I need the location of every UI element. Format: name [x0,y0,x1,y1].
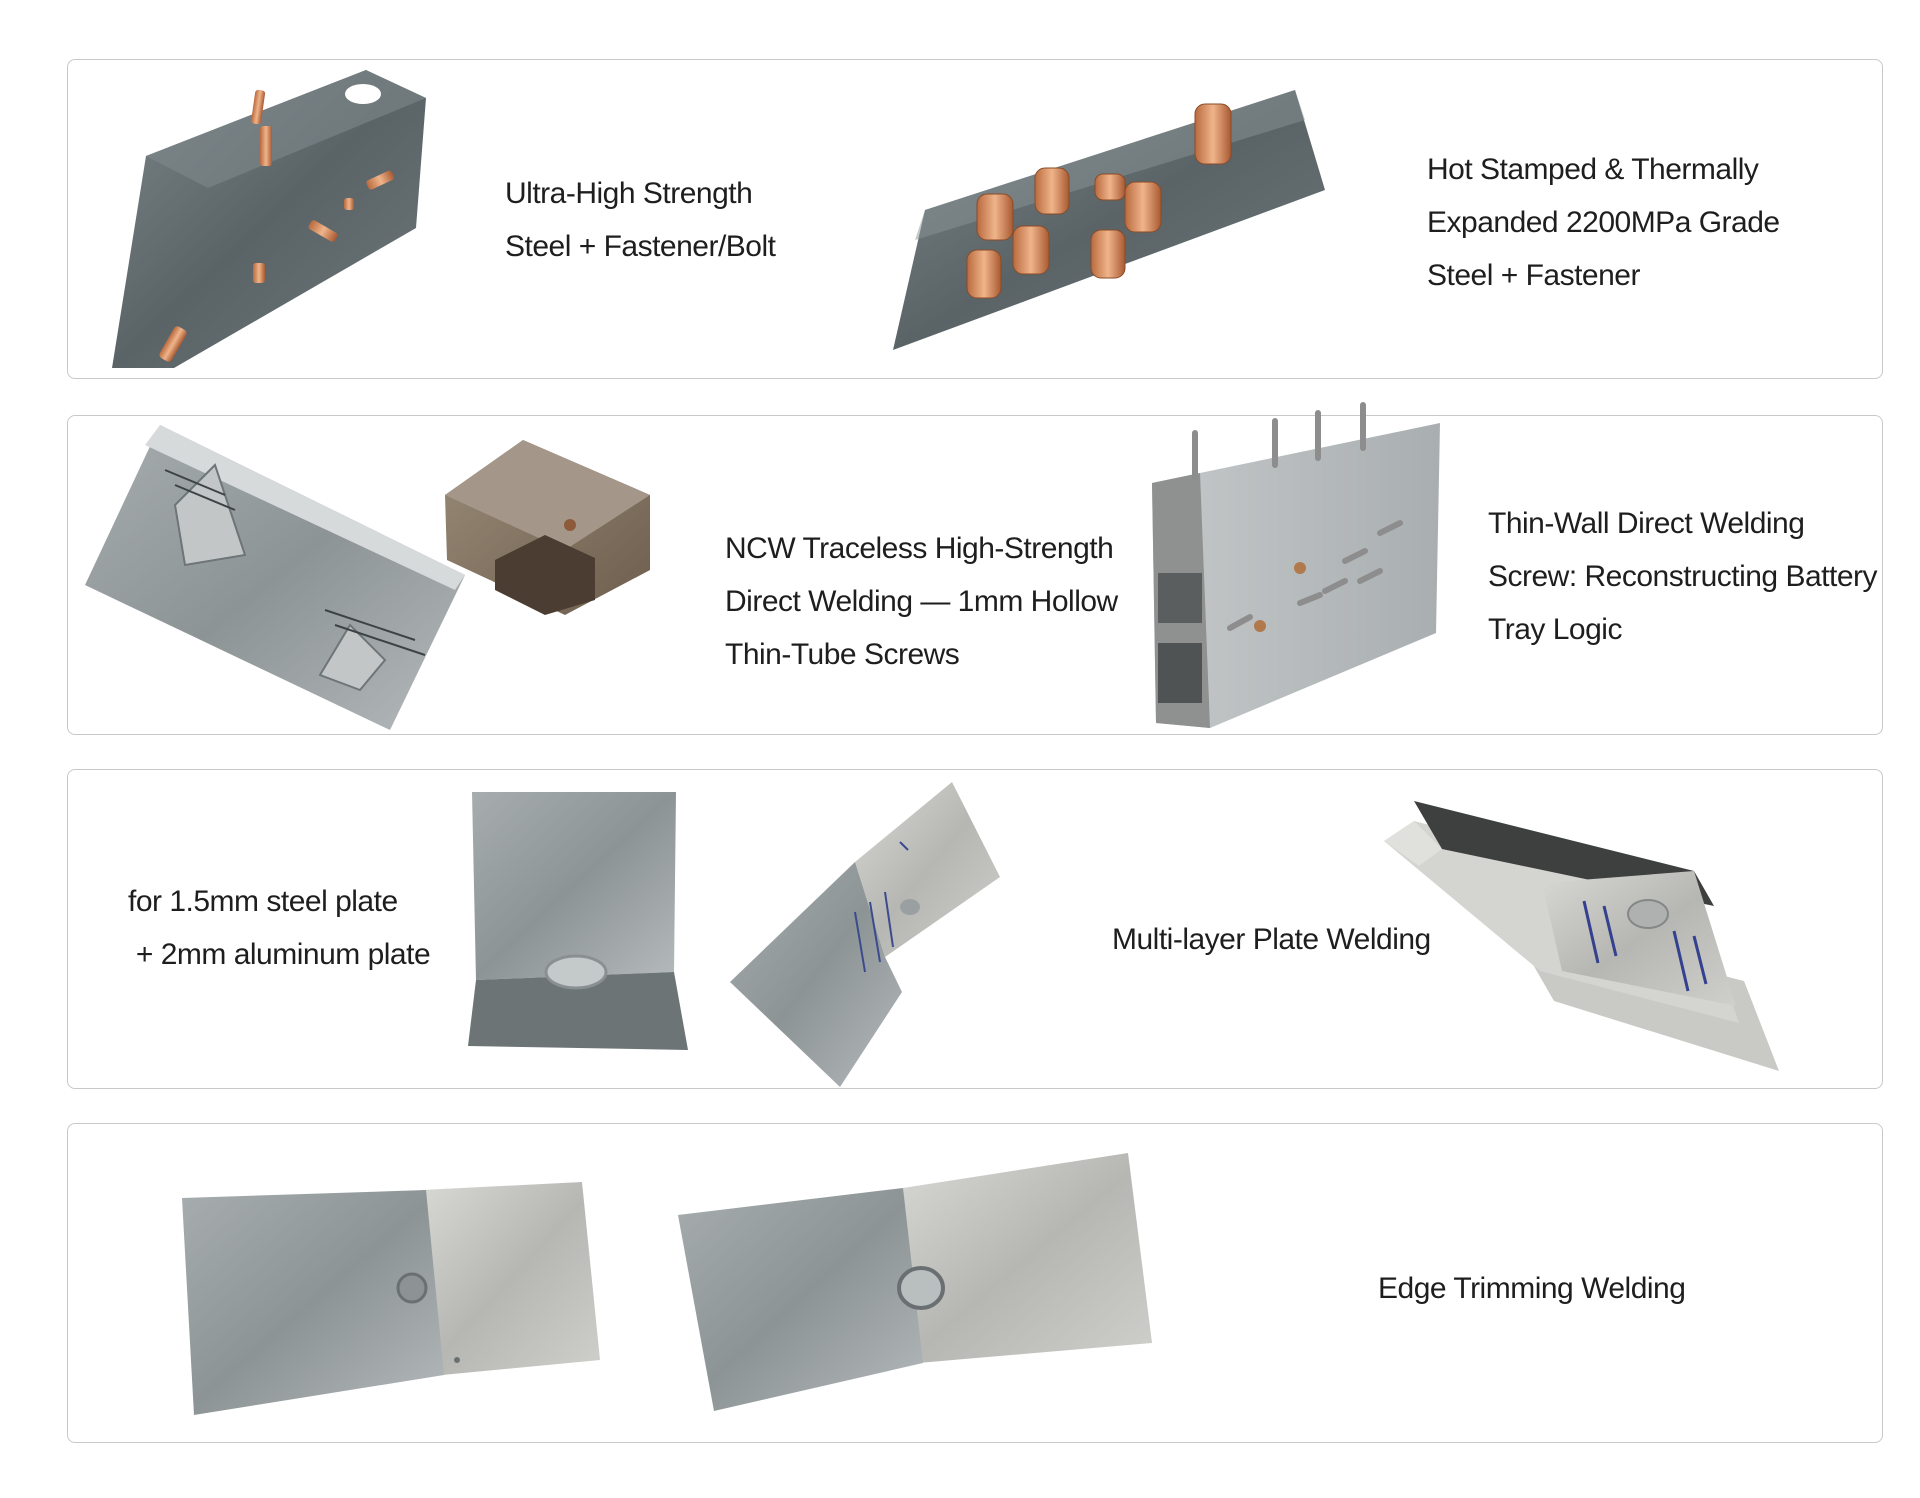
multi-layer-plates-photo [1384,801,1779,1071]
battery-tray-profile-with-screws-photo [1152,402,1440,728]
steel-bracket-with-copper-studs-photo [112,70,426,368]
bronze-rectangular-tube-photo [445,440,650,615]
folded-steel-plate-weld-photo [730,782,1000,1087]
caption-line: Multi-layer Plate Welding [1112,923,1431,956]
caption-line: Thin-Wall Direct Welding [1488,507,1805,540]
caption-multi-layer-plate-welding: Multi-layer Plate Welding [1112,913,1431,966]
caption-line: Hot Stamped & Thermally [1427,153,1759,186]
caption-ncw-traceless-welding: NCW Traceless High-Strength Direct Weldi… [725,522,1118,681]
caption-line: Steel + Fastener/Bolt [505,230,776,263]
caption-line: Tray Logic [1488,613,1622,646]
caption-ultra-high-strength-steel: Ultra-High Strength Steel + Fastener/Bol… [505,167,776,273]
caption-steel-aluminum-plate: for 1.5mm steel plate + 2mm aluminum pla… [128,875,431,981]
l-bracket-steel-aluminum-weld-photo [468,792,688,1050]
edge-trim-weld-flat-plates-photo [182,1182,600,1415]
caption-line: Edge Trimming Welding [1378,1272,1686,1305]
caption-line: + 2mm aluminum plate [128,938,431,971]
hot-stamped-plate-with-copper-bolts-photo [893,90,1325,350]
caption-line: Direct Welding — 1mm Hollow [725,585,1118,618]
caption-edge-trimming-welding: Edge Trimming Welding [1378,1262,1686,1315]
caption-line: Expanded 2200MPa Grade [1427,206,1780,239]
edge-trim-weld-angled-plates-photo [678,1153,1152,1411]
caption-line: Thin-Tube Screws [725,638,960,671]
caption-thin-wall-direct-welding: Thin-Wall Direct Welding Screw: Reconstr… [1488,497,1878,656]
caption-line: NCW Traceless High-Strength [725,532,1114,565]
caption-line: Steel + Fastener [1427,259,1640,292]
caption-hot-stamped-steel: Hot Stamped & Thermally Expanded 2200MPa… [1427,143,1780,302]
hollow-tube-with-welded-clips-photo [85,425,465,730]
caption-line: for 1.5mm steel plate [128,885,398,918]
caption-line: Screw: Reconstructing Battery [1488,560,1878,593]
caption-line: Ultra-High Strength [505,177,753,210]
